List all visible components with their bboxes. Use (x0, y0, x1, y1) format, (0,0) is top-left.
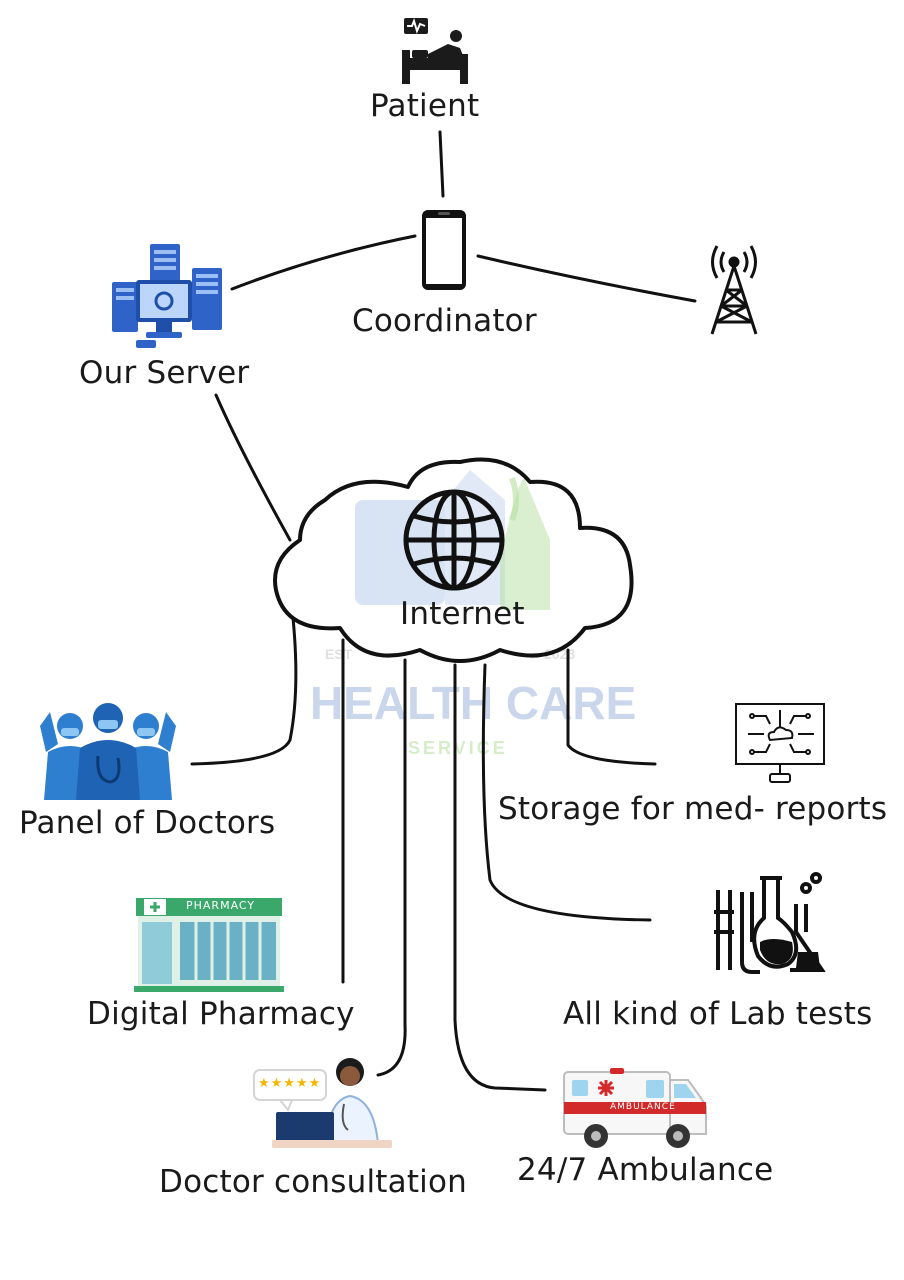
cell-tower-icon (710, 245, 758, 335)
storage-label: Storage for med- reports (498, 791, 888, 827)
internet-label: Internet (400, 596, 525, 632)
doctor-figure-icon (253, 1058, 392, 1148)
watermark-est: EST (325, 646, 353, 662)
doctor-laptop-icon: ★★★★★ (252, 1054, 402, 1150)
edge-internet-doctors (190, 616, 298, 766)
globe-icon (403, 489, 505, 591)
ambulance-body-icon (563, 1068, 707, 1148)
edge-server-internet (214, 393, 292, 542)
edge-internet-storage (566, 648, 657, 766)
edge-internet-lab (481, 663, 652, 922)
pharmacy-building-icon (134, 898, 284, 992)
lab-label: All kind of Lab tests (563, 996, 873, 1032)
pharmacy-store-icon: PHARMACY (134, 896, 284, 992)
pharmacy-sign: PHARMACY (186, 899, 256, 912)
edge-internet-ambulance (453, 663, 547, 1092)
hospital-bed-icon (402, 17, 468, 84)
patient-label: Patient (370, 88, 480, 124)
edge-patient-coordinator (438, 130, 445, 198)
edge-internet-consultation (376, 658, 407, 1077)
ambulance-sign: AMBULANCE (610, 1102, 676, 1112)
smartphone-icon (422, 210, 466, 290)
edge-server-coordinator (230, 234, 417, 291)
lab-flasks-icon (714, 872, 826, 974)
pharmacy-label: Digital Pharmacy (87, 996, 355, 1032)
rating-stars: ★★★★★ (258, 1076, 322, 1091)
ambulance-icon: AMBULANCE (560, 1066, 710, 1150)
doctors-label: Panel of Doctors (19, 805, 276, 841)
edge-coordinator-tower (476, 254, 697, 303)
watermark-title: HEALTH CARE (310, 677, 637, 729)
consultation-label: Doctor consultation (159, 1164, 468, 1200)
ambulance-label: 24/7 Ambulance (517, 1152, 774, 1188)
server-icon (112, 244, 222, 348)
doctors-group-icon (40, 703, 176, 800)
server-label: Our Server (79, 355, 250, 391)
coordinator-label: Coordinator (352, 303, 537, 339)
internet-cloud-outline (273, 457, 634, 663)
cloud-monitor-icon (735, 703, 825, 783)
